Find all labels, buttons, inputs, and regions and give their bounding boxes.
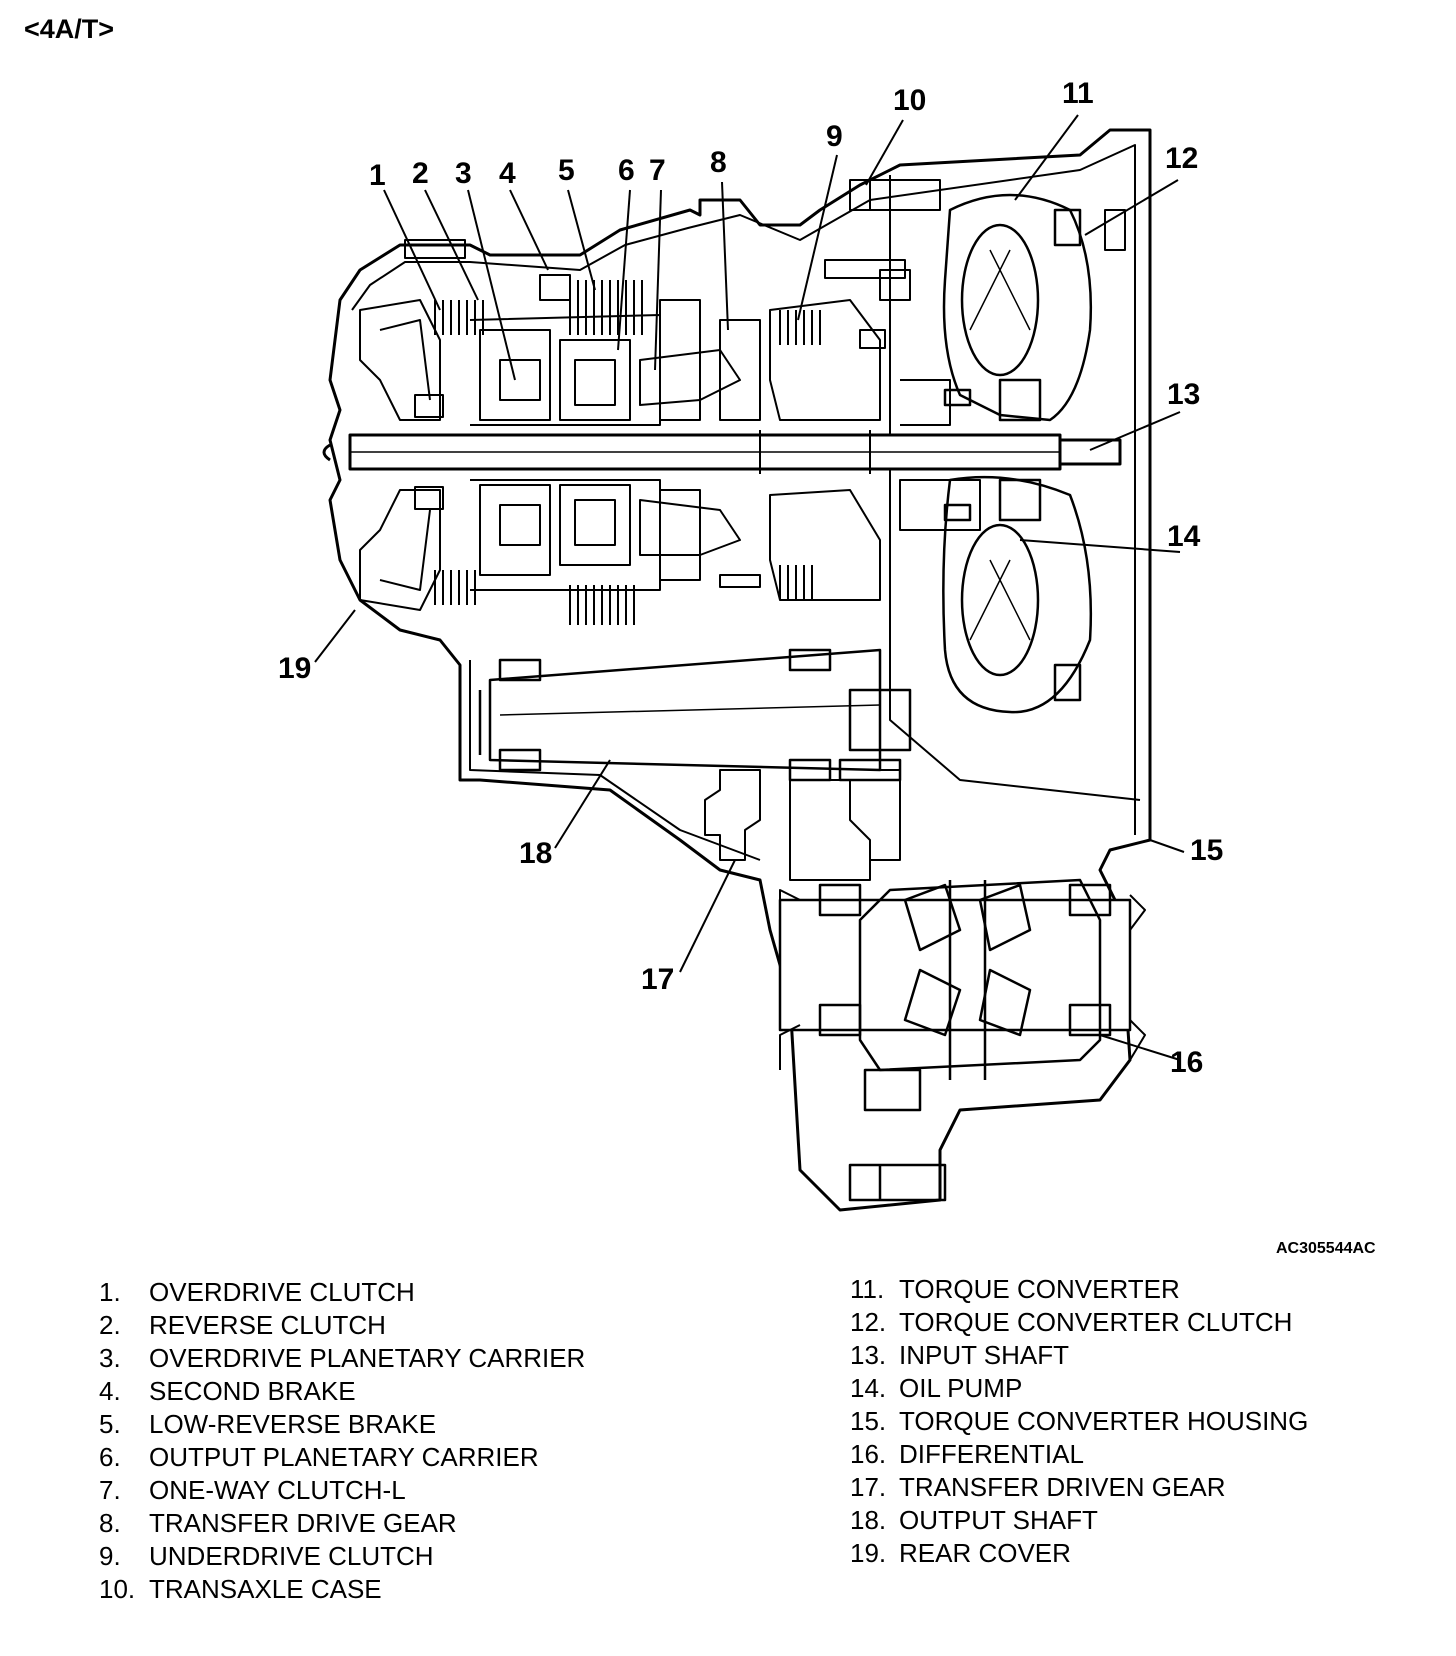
legend-number: 5.: [99, 1409, 121, 1439]
callout-5: 5: [558, 154, 575, 187]
legend-label: TORQUE CONVERTER: [899, 1274, 1180, 1304]
legend-label: DIFFERENTIAL: [899, 1439, 1084, 1469]
legend-item: 11. TORQUE CONVERTER: [850, 1273, 1308, 1306]
legend-number: 14.: [850, 1373, 887, 1403]
legend-item: 14. OIL PUMP: [850, 1372, 1308, 1405]
legend-label: TRANSFER DRIVE GEAR: [149, 1508, 457, 1538]
callout-4: 4: [499, 157, 516, 190]
legend-number: 4.: [99, 1376, 121, 1406]
callout-18: 18: [519, 837, 552, 870]
transfer-driven-gear: [704, 769, 901, 881]
legend-number: 13.: [850, 1340, 887, 1370]
legend-item: 6. OUTPUT PLANETARY CARRIER: [99, 1441, 585, 1474]
legend-number: 19.: [850, 1538, 887, 1568]
underdrive-clutch: [769, 269, 911, 601]
callout-2: 2: [412, 157, 429, 190]
legend-label: OUTPUT SHAFT: [899, 1505, 1098, 1535]
legend-label: TRANSFER DRIVEN GEAR: [899, 1472, 1226, 1502]
legend-label: LOW-REVERSE BRAKE: [149, 1409, 437, 1439]
callout-8: 8: [710, 146, 727, 179]
legend-label: OIL PUMP: [899, 1373, 1023, 1403]
legend-label: OVERDRIVE PLANETARY CARRIER: [149, 1343, 586, 1373]
callout-15: 15: [1190, 834, 1223, 867]
legend-item: 5. LOW-REVERSE BRAKE: [99, 1408, 585, 1441]
callout-16: 16: [1170, 1046, 1203, 1079]
callout-1: 1: [369, 159, 386, 192]
callout-12: 12: [1165, 142, 1198, 175]
callout-19: 19: [278, 652, 311, 685]
legend-number: 10.: [99, 1574, 136, 1604]
callout-9: 9: [826, 120, 843, 153]
legend-label: SECOND BRAKE: [149, 1376, 356, 1406]
transfer-drive-gear: [639, 299, 761, 588]
legend-item: 19. REAR COVER: [850, 1537, 1308, 1570]
legend-number: 7.: [99, 1475, 121, 1505]
callout-13: 13: [1167, 378, 1200, 411]
legend-item: 1. OVERDRIVE CLUTCH: [99, 1276, 585, 1309]
input-shaft: [322, 430, 1122, 474]
figure-id-label: AC305544AC: [1276, 1240, 1376, 1257]
differential: [778, 878, 1146, 1202]
case-bolts: [404, 179, 1126, 279]
legend-number: 9.: [99, 1541, 121, 1571]
legend-item: 10. TRANSAXLE CASE: [99, 1573, 585, 1606]
overdrive-clutch-upper: [359, 299, 484, 421]
legend-item: 8. TRANSFER DRIVE GEAR: [99, 1507, 585, 1540]
legend-label: REVERSE CLUTCH: [149, 1310, 386, 1340]
legend-item: 17. TRANSFER DRIVEN GEAR: [850, 1471, 1308, 1504]
legend-item: 18. OUTPUT SHAFT: [850, 1504, 1308, 1537]
leader-lines: [314, 114, 1185, 1061]
legend-number: 2.: [99, 1310, 121, 1340]
legend-label: REAR COVER: [899, 1538, 1071, 1568]
legend-item: 12. TORQUE CONVERTER CLUTCH: [850, 1306, 1308, 1339]
legend-label: UNDERDRIVE CLUTCH: [149, 1541, 434, 1571]
legend-label: OVERDRIVE CLUTCH: [149, 1277, 415, 1307]
legend-item: 2. REVERSE CLUTCH: [99, 1309, 585, 1342]
callout-3: 3: [455, 157, 472, 190]
transaxle-cross-section-diagram: 1 2 3 4 5 6 7 8 9 10 11 12 13 14 15 16 1…: [278, 77, 1223, 1212]
legend-number: 15.: [850, 1406, 887, 1436]
legend-item: 4. SECOND BRAKE: [99, 1375, 585, 1408]
legend-number: 18.: [850, 1505, 887, 1535]
legend-label: TORQUE CONVERTER HOUSING: [899, 1406, 1309, 1436]
legend-label: ONE-WAY CLUTCH-L: [149, 1475, 406, 1505]
callout-11: 11: [1062, 77, 1094, 110]
legend-label: OUTPUT PLANETARY CARRIER: [149, 1442, 539, 1472]
legend-number: 12.: [850, 1307, 887, 1337]
legend-label: INPUT SHAFT: [899, 1340, 1069, 1370]
callout-10: 10: [893, 84, 926, 117]
legend-number: 1.: [99, 1277, 121, 1307]
legend-item: 9. UNDERDRIVE CLUTCH: [99, 1540, 585, 1573]
overdrive-clutch-lower: [359, 486, 476, 611]
callout-numbers: 1 2 3 4 5 6 7 8 9 10 11 12 13 14 15 16 1…: [278, 77, 1223, 1079]
legend-label: TRANSAXLE CASE: [149, 1574, 382, 1604]
callout-7: 7: [649, 154, 666, 187]
callout-6: 6: [618, 154, 635, 187]
output-shaft: [478, 648, 912, 782]
legend-item: 15. TORQUE CONVERTER HOUSING: [850, 1405, 1308, 1438]
torque-converter: [899, 193, 1093, 714]
legend-right-column: 11. TORQUE CONVERTER 12. TORQUE CONVERTER …: [850, 1273, 1308, 1570]
callout-17: 17: [641, 963, 674, 996]
legend-label: TORQUE CONVERTER CLUTCH: [899, 1307, 1293, 1337]
legend-number: 11.: [850, 1274, 885, 1304]
legend-item: 7. ONE-WAY CLUTCH-L: [99, 1474, 585, 1507]
callout-14: 14: [1167, 520, 1201, 553]
legend-item: 13. INPUT SHAFT: [850, 1339, 1308, 1372]
legend-item: 3. OVERDRIVE PLANETARY CARRIER: [99, 1342, 585, 1375]
legend-number: 8.: [99, 1508, 121, 1538]
legend-item: 16. DIFFERENTIAL: [850, 1438, 1308, 1471]
header-variant-label: <4A/T>: [24, 14, 115, 44]
legend-number: 17.: [850, 1472, 887, 1502]
legend-number: 3.: [99, 1343, 121, 1373]
legend-left-column: 1. OVERDRIVE CLUTCH 2. REVERSE CLUTCH 3. OV…: [99, 1276, 585, 1606]
legend-number: 6.: [99, 1442, 121, 1472]
legend-number: 16.: [850, 1439, 887, 1469]
